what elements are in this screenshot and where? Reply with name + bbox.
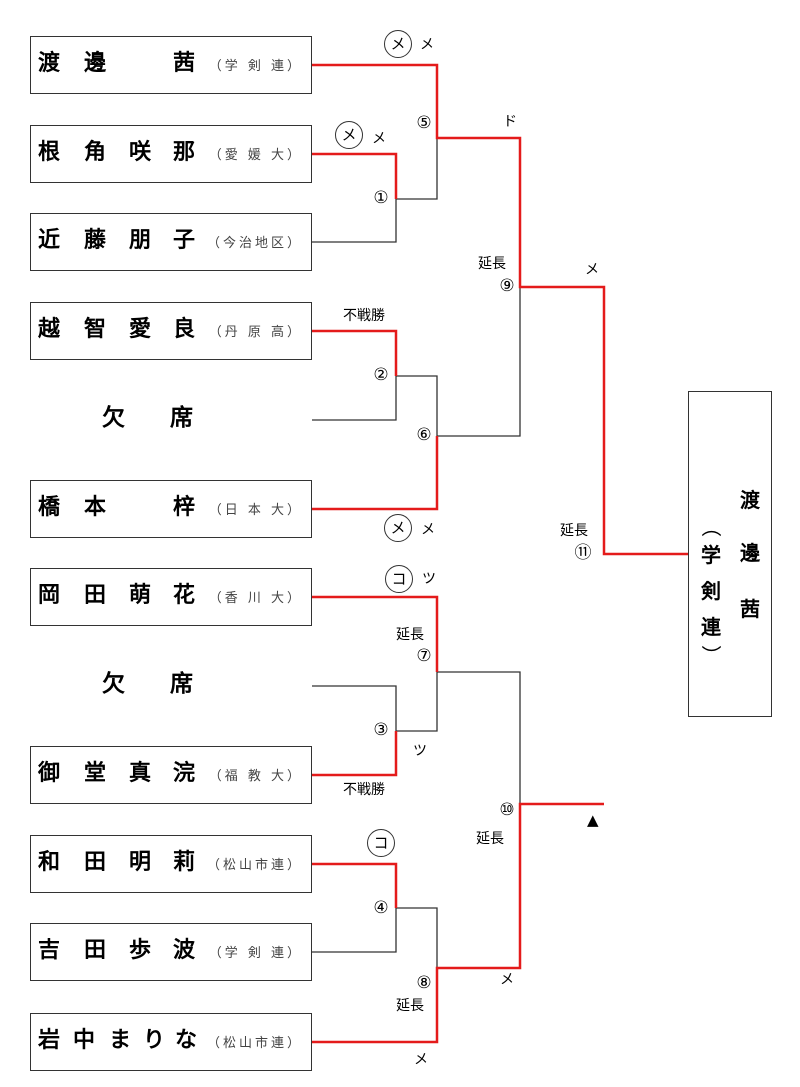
champion-affiliation-char: 連 (701, 615, 721, 639)
player-box: 渡 邊 茜 （学 剣 連） (30, 36, 312, 94)
player-affiliation: （丹 原 高） (208, 325, 303, 340)
point-label: メ (585, 262, 599, 278)
player-box: 岩 中 ま り な （松山市連） (30, 1013, 312, 1071)
player-affiliation: （福 教 大） (208, 769, 303, 784)
player-affiliation: （松山市連） (206, 1036, 303, 1051)
player-affiliation: （学 剣 連） (208, 946, 303, 961)
winner-path (312, 862, 398, 908)
player-name: 近 藤 朋 子 (38, 228, 196, 253)
player-name: 和 田 明 莉 (38, 850, 196, 875)
match-number-7: ⑦ (416, 646, 432, 666)
player-box: 和 田 明 莉 （松山市連） (30, 835, 312, 893)
encho-label: 延長 (396, 998, 424, 1014)
player-absent: 欠 席 (30, 657, 312, 715)
winner-path-champion (312, 63, 688, 556)
match-number-3: ③ (373, 720, 389, 740)
match-number-1: ① (373, 188, 389, 208)
winner-path (312, 329, 398, 376)
point-label: ツ (413, 743, 427, 759)
bracket-line (396, 375, 438, 436)
player-affiliation: （日 本 大） (208, 503, 303, 518)
point-label: メ (420, 37, 434, 53)
match-number-5: ⑤ (416, 113, 432, 133)
bracket-line (312, 199, 397, 243)
bracket-line (312, 376, 397, 421)
champion-box: 渡 邊 茜 （ 学 剣 連 ） (688, 391, 772, 717)
bracket-line (437, 671, 521, 804)
point-label: メ (414, 1052, 428, 1068)
player-box: 近 藤 朋 子 （今治地区） (30, 213, 312, 271)
player-box: 根 角 咲 那 （愛 媛 大） (30, 125, 312, 183)
bracket-line (396, 138, 438, 200)
player-box: 越 智 愛 良 （丹 原 高） (30, 302, 312, 360)
point-label: メ (372, 131, 386, 147)
player-name: 越 智 愛 良 (38, 317, 196, 342)
champion-paren-close: ） (699, 645, 723, 665)
fusensho-label: 不戦勝 (343, 782, 385, 798)
player-name: 御 堂 真 浣 (38, 761, 196, 786)
winner-path (312, 731, 398, 777)
player-affiliation: （学 剣 連） (208, 59, 303, 74)
bracket-line (437, 287, 521, 437)
circled-point: メ (384, 514, 412, 542)
match-number-8: ⑧ (416, 973, 432, 993)
player-affiliation: （愛 媛 大） (208, 148, 303, 163)
match-number-9: ⑨ (499, 276, 515, 296)
player-name: 根 角 咲 那 (38, 140, 196, 165)
fusensho-label: 不戦勝 (343, 308, 385, 324)
bracket-line (396, 907, 438, 968)
match-number-10: ⑩ (499, 800, 515, 820)
match-number-4: ④ (373, 898, 389, 918)
encho-label: 延長 (476, 831, 504, 847)
player-name: 吉 田 歩 波 (38, 938, 196, 963)
player-box: 吉 田 歩 波 （学 剣 連） (30, 923, 312, 981)
point-label: メ (421, 522, 435, 538)
player-affiliation: （今治地区） (206, 236, 303, 251)
player-absent: 欠 席 (30, 391, 312, 449)
circled-point: コ (385, 565, 413, 593)
champion-name-char: 茜 (740, 597, 760, 621)
circled-point: メ (335, 121, 363, 149)
winner-path (312, 595, 439, 672)
player-box: 岡 田 萌 花 （香 川 大） (30, 568, 312, 626)
match-number-11: ⑪ (574, 543, 592, 563)
point-label: ツ (422, 571, 436, 587)
player-name: 橋 本 梓 (38, 495, 196, 520)
point-label: メ (500, 972, 514, 988)
circled-point: コ (367, 829, 395, 857)
player-affiliation: （香 川 大） (208, 591, 303, 606)
player-box: 御 堂 真 浣 （福 教 大） (30, 746, 312, 804)
encho-label: 延長 (396, 627, 424, 643)
champion-name-char: 邊 (740, 541, 760, 565)
player-name: 渡 邊 茜 (38, 51, 196, 76)
champion-paren-open: （ (699, 517, 723, 537)
champion-affiliation-char: 学 (701, 543, 721, 567)
winner-path (312, 152, 398, 199)
player-name: 欠 席 (102, 405, 193, 431)
player-name: 岩 中 ま り な (38, 1028, 198, 1053)
player-name: 岡 田 萌 花 (38, 583, 196, 608)
winner-path (312, 436, 439, 511)
match-number-2: ② (373, 365, 389, 385)
player-box: 橋 本 梓 （日 本 大） (30, 480, 312, 538)
point-label: ド (503, 114, 517, 130)
encho-label: 延長 (478, 256, 506, 272)
player-affiliation: （松山市連） (206, 858, 303, 873)
champion-affiliation-char: 剣 (701, 579, 721, 603)
champion-name-char: 渡 (740, 488, 760, 512)
encho-label: 延長 (560, 523, 588, 539)
bracket-line (312, 908, 397, 953)
hansoku-triangle-icon: ▲ (587, 811, 599, 829)
player-name: 欠 席 (102, 671, 193, 697)
winner-path (312, 802, 604, 1044)
match-number-6: ⑥ (416, 425, 432, 445)
circled-point: メ (384, 30, 412, 58)
